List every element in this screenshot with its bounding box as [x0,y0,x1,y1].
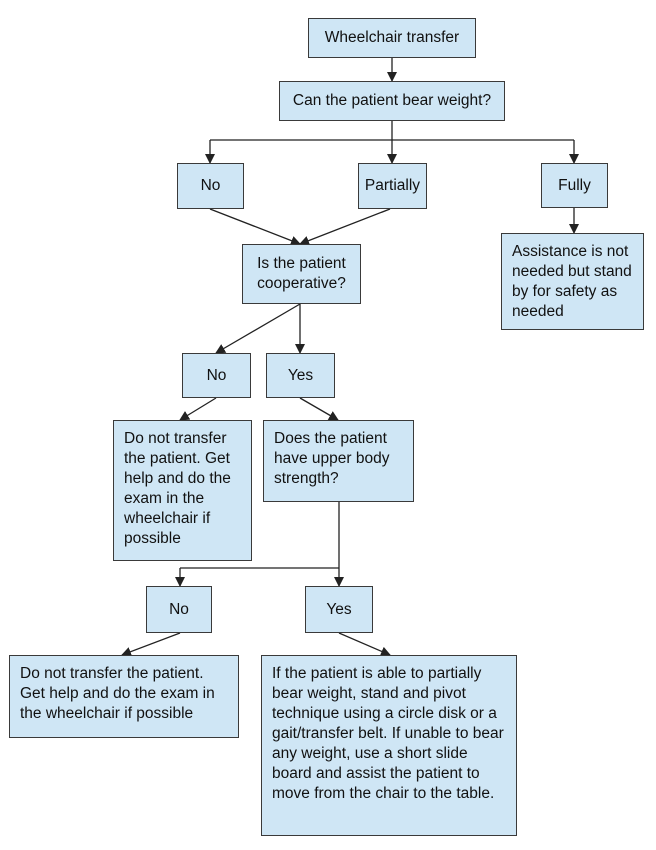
arrow-yes2-to-strength [299,397,339,421]
branch-not-cooperative: No [182,353,251,398]
branch-has-strength: Yes [305,586,373,633]
branch-no-weight: No [177,163,244,209]
question-bear-weight: Can the patient bear weight? [279,81,505,121]
start-node: Wheelchair transfer [308,18,476,58]
branch-cooperative: Yes [266,353,335,398]
arrow-coop-to-no2 [215,303,301,354]
branch-partially: Partially [358,163,427,209]
outcome-do-not-transfer-2: Do not transfer the patient. Get help an… [9,655,239,738]
arrow-partially-to-coop [299,208,391,246]
branch-fully: Fully [541,163,608,208]
question-cooperative: Is the patient cooperative? [242,244,361,304]
outcome-assistance-not-needed: Assistance is not needed but stand by fo… [501,233,644,330]
arrow-no3-to-notransfer2 [121,632,181,657]
arrow-no1-to-coop [209,208,301,246]
outcome-do-not-transfer-1: Do not transfer the patient. Get help an… [113,420,252,561]
branch-no-strength: No [146,586,212,633]
question-upper-body-strength: Does the patient have upper body strengt… [263,420,414,502]
arrow-no2-to-notransfer1 [179,397,217,421]
outcome-transfer-method: If the patient is able to partially bear… [261,655,517,836]
arrow-yes3-to-method [338,632,391,657]
